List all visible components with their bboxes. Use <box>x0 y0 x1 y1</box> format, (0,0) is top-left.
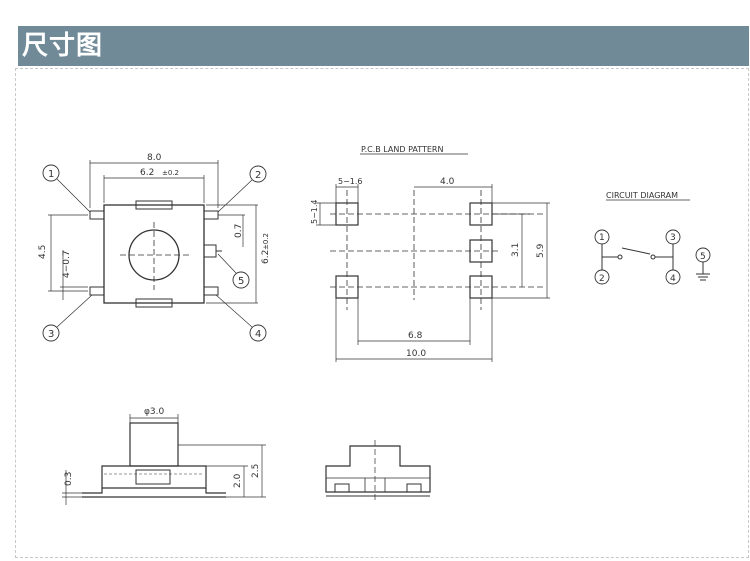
pin-3 <box>89 286 105 296</box>
dim-4-0-7-label: 4−0.7 <box>62 250 72 278</box>
dim-right-6-2-label: 6.2 <box>261 250 271 264</box>
pcb-title: P.C.B LAND PATTERN <box>361 145 443 154</box>
switch-lever <box>621 247 651 255</box>
circuit-diagram <box>594 199 711 285</box>
dim-6-2-label: 6.2 <box>140 168 154 178</box>
dim-10-0-label: 10.0 <box>406 349 426 359</box>
callout-pin-3 <box>42 324 60 342</box>
dim-8-0-label: 8.0 <box>147 153 162 163</box>
pin-4 <box>203 286 219 296</box>
bottom-slot <box>135 298 173 308</box>
dim-5-9-label: 5.9 <box>536 243 546 258</box>
circuit-pin-2-label: 2 <box>599 274 605 284</box>
side-view <box>62 414 266 505</box>
dim-3-1-label: 3.1 <box>511 243 521 257</box>
callout-1-label: 1 <box>48 169 54 180</box>
pcb-land-pattern <box>316 153 550 362</box>
front-profile <box>325 440 431 500</box>
dim-6-2-tol-label: ±0.2 <box>162 169 179 177</box>
pin-5 <box>203 244 217 258</box>
dim-0-3-label: 0.3 <box>64 472 74 486</box>
top-view <box>42 160 267 342</box>
dim-0-7-label: 0.7 <box>234 224 244 238</box>
profile-body <box>325 445 431 493</box>
callout-4-label: 4 <box>255 329 261 340</box>
header-bar <box>18 26 749 66</box>
circuit-pin-3-label: 3 <box>670 233 676 243</box>
actuator-stem <box>129 422 179 467</box>
circuit-pin-1-label: 1 <box>599 233 605 243</box>
callout-pin-2 <box>249 165 267 183</box>
top-slot <box>135 200 173 210</box>
dim-right-6-2-tol-label: ±0.2 <box>262 233 270 250</box>
dim-phi-3-0-label: φ3.0 <box>144 407 165 417</box>
callout-5-label: 5 <box>238 276 244 287</box>
dim-6-8-label: 6.8 <box>408 331 423 341</box>
callout-pin-4 <box>249 324 267 342</box>
circuit-pin-4-label: 4 <box>670 274 676 284</box>
callout-3-label: 3 <box>48 329 54 340</box>
dim-5-1-4-label: 5−1.4 <box>310 199 319 224</box>
dim-2-5-label: 2.5 <box>251 464 261 478</box>
pin-2 <box>203 210 219 220</box>
side-body <box>101 465 207 489</box>
callout-pin-1 <box>42 164 60 182</box>
pin-1 <box>89 210 105 220</box>
callout-2-label: 2 <box>255 170 261 181</box>
dim-5-1-6-label: 5−1.6 <box>338 177 363 186</box>
circuit-pin-5-label: 5 <box>700 252 706 262</box>
dim-4-0-label: 4.0 <box>440 177 455 187</box>
dim-2-0-label: 2.0 <box>233 473 243 488</box>
content-frame <box>15 68 749 558</box>
dim-4-5-label: 4.5 <box>38 245 48 259</box>
circuit-title: CIRCUIT DIAGRAM <box>606 191 678 200</box>
callout-pin-5 <box>232 271 250 289</box>
page-title: 尺寸图 <box>22 31 104 61</box>
